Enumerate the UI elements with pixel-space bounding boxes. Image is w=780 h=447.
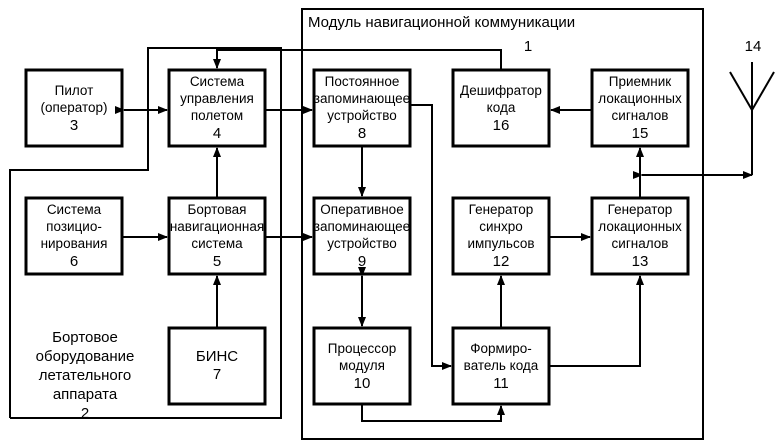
block-pilot-label: Пилот (оператор) 3 [26, 70, 122, 146]
module-title: Модуль навигационной коммуникации [308, 14, 608, 31]
antenna-number: 14 [740, 37, 766, 56]
block-coder-label: Формиро- ватель кода 11 [453, 328, 549, 404]
block-fcs-label: Система управления полетом 4 [169, 70, 265, 146]
block-nav-label: Бортовая навигационная система 5 [169, 198, 265, 274]
link-decoder-fcs [217, 50, 501, 70]
antenna-icon [730, 62, 774, 110]
block-rom-label: Постоянное запоминающее устройство 8 [314, 70, 410, 146]
link-coder-locgen [549, 276, 640, 366]
block-sync-label: Генератор синхро импульсов 12 [453, 198, 549, 274]
onboard-label: Бортовое оборудование летательного аппар… [30, 328, 140, 423]
module-number: 1 [518, 37, 538, 56]
block-ram-label: Оперативное запоминающее устройство 9 [314, 198, 410, 274]
block-cpu-label: Процессор модуля 10 [314, 328, 410, 404]
block-locgen-label: Генератор локационных сигналов 13 [592, 198, 688, 274]
block-decoder-label: Дешифратор кода 16 [453, 70, 549, 146]
link-cpu-coder [362, 404, 501, 421]
block-pos-label: Система позицио- нирования 6 [26, 198, 122, 274]
block-recv-label: Приемник локационных сигналов 15 [592, 70, 688, 146]
link-rom-coder [410, 105, 451, 366]
block-bins-label: БИНС 7 [169, 328, 265, 404]
